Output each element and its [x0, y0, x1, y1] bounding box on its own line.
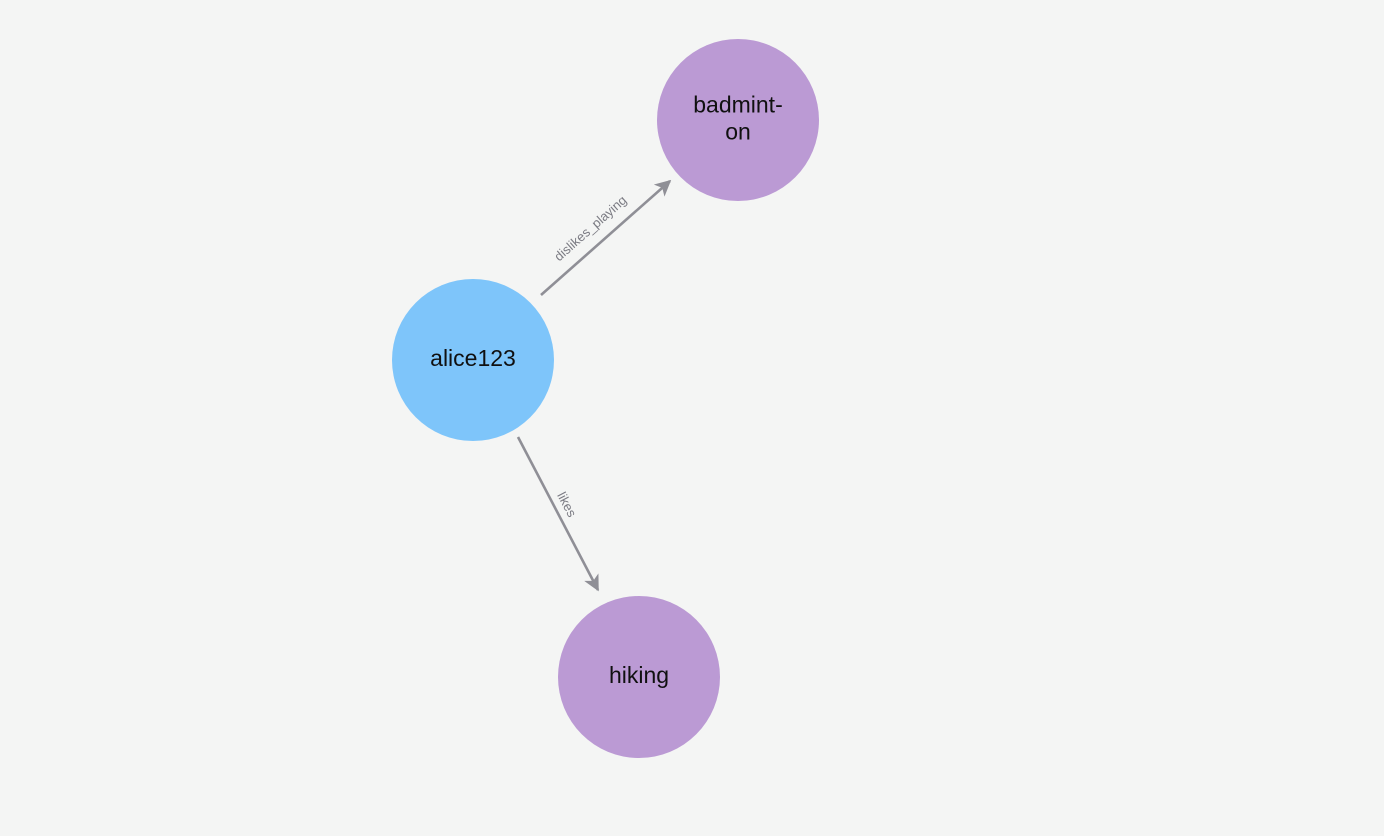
graph-edge-alice123-to-badminton[interactable]	[540, 179, 672, 296]
node-circle-hiking[interactable]	[558, 596, 720, 758]
graph-node-hiking[interactable]: hiking	[558, 596, 720, 758]
graph-node-badminton[interactable]: badmint-on	[657, 39, 819, 201]
graph-edge-alice123-to-hiking[interactable]	[516, 436, 600, 592]
edges-layer	[516, 179, 672, 592]
graph-node-alice123[interactable]: alice123	[392, 279, 554, 441]
node-circle-alice123[interactable]	[392, 279, 554, 441]
nodes-layer: alice123 badmint-on hiking	[392, 39, 819, 758]
node-circle-badminton[interactable]	[657, 39, 819, 201]
